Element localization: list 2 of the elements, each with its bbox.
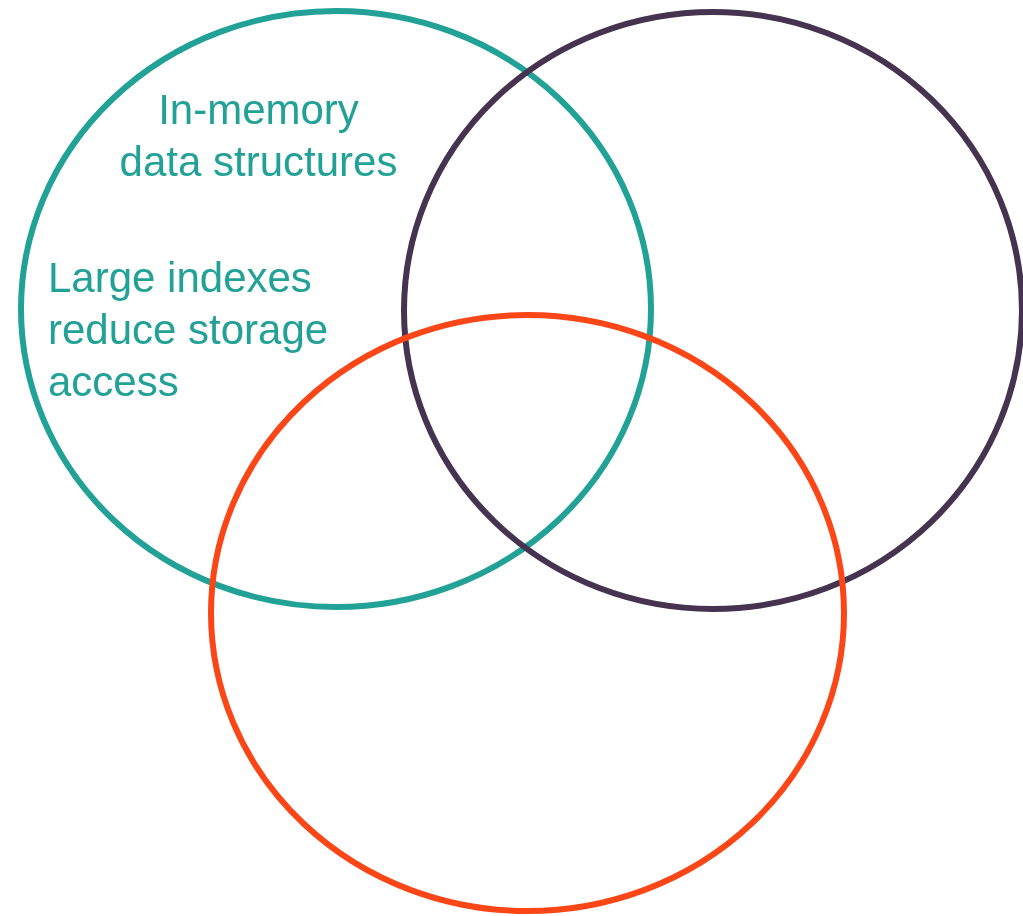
circle-label: Large indexes reduce storage access [48,253,330,407]
circle-label: In-memory data structures [118,85,399,187]
